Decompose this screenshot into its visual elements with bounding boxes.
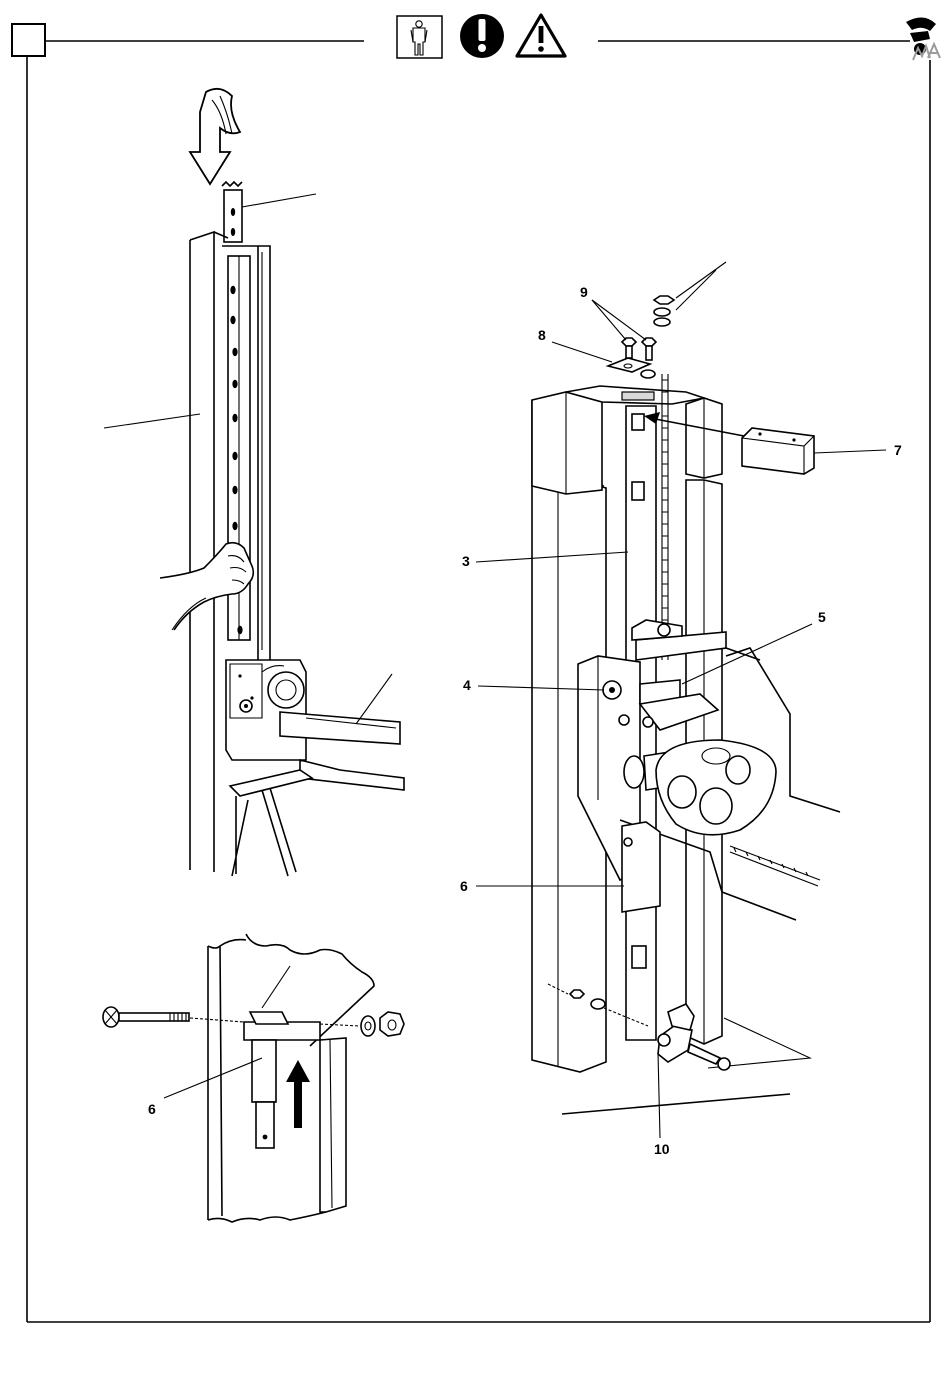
warning-triangle-icon [517, 15, 565, 56]
page-frame [27, 40, 930, 1322]
figure-bolt-detail: 6 [103, 934, 404, 1222]
callout-7: 7 [894, 442, 902, 458]
spacer-block-icon [742, 428, 814, 474]
hex-nut-icon [380, 1012, 404, 1036]
callout-9: 9 [580, 284, 588, 300]
callout-6-main: 6 [460, 878, 468, 894]
section-number-box [12, 24, 45, 56]
callout-8: 8 [538, 327, 546, 343]
callout-6-detail: 6 [148, 1101, 156, 1117]
figure-column-strip [104, 89, 404, 876]
brand-logo-icon [906, 17, 940, 60]
callout-5: 5 [818, 609, 826, 625]
bolt-pair-icon [622, 338, 656, 378]
nut-stack-icon [654, 296, 674, 326]
hex-bolt-icon [103, 1007, 189, 1027]
mechanic-qualification-icon [397, 16, 442, 58]
callout-10: 10 [654, 1141, 670, 1157]
bracket-plate-icon [608, 358, 650, 372]
callout-3: 3 [462, 553, 470, 569]
up-arrow-icon [286, 1060, 310, 1128]
washer-icon [361, 1016, 375, 1036]
mandatory-notice-icon [460, 14, 504, 58]
figure-main-assembly: 3 4 5 6 7 8 9 10 [460, 262, 902, 1157]
callout-4: 4 [463, 677, 471, 693]
